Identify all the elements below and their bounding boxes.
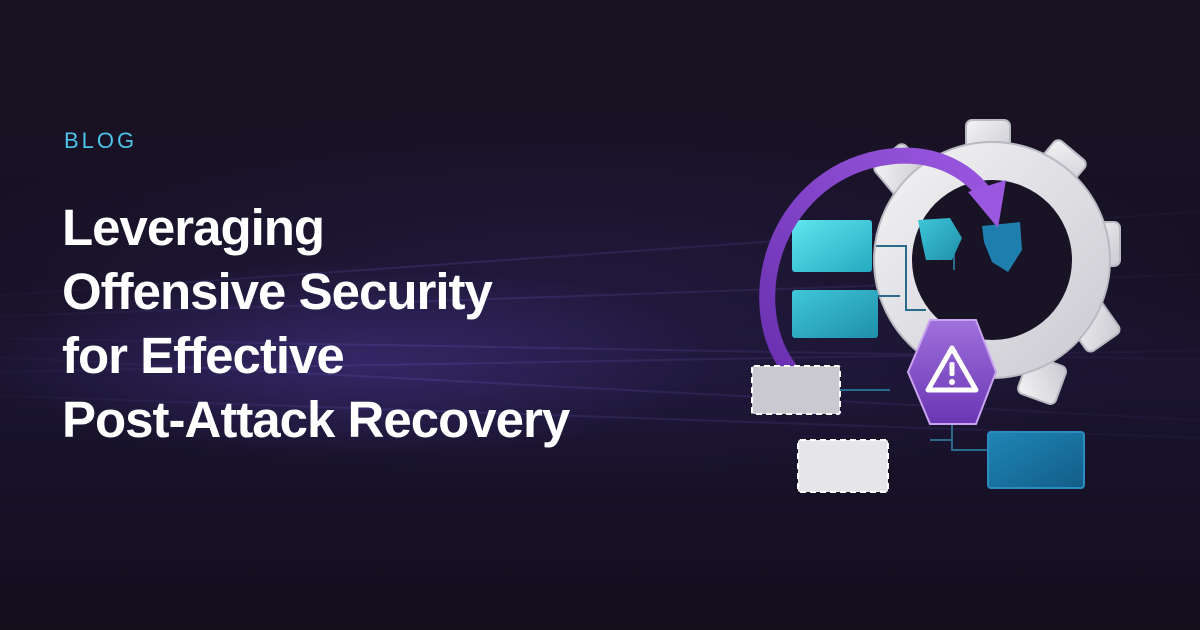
- flow-node: [987, 431, 1085, 489]
- title-line: Leveraging: [62, 199, 325, 256]
- title-line: Post-Attack Recovery: [62, 391, 570, 448]
- title-line: for Effective: [62, 327, 345, 384]
- flow-node: [792, 290, 878, 338]
- circular-arrow-icon: [759, 147, 1006, 380]
- broken-shield-icon: [918, 218, 1022, 272]
- title-line: Offensive Security: [62, 263, 493, 320]
- flow-node: [797, 439, 889, 493]
- recovery-illustration: [751, 119, 1121, 493]
- warning-icon: [906, 319, 998, 425]
- category-label: BLOG: [64, 128, 138, 153]
- flow-node: [751, 365, 841, 415]
- flow-node: [792, 220, 872, 272]
- page-title: Leveraging Offensive Security for Effect…: [62, 196, 702, 452]
